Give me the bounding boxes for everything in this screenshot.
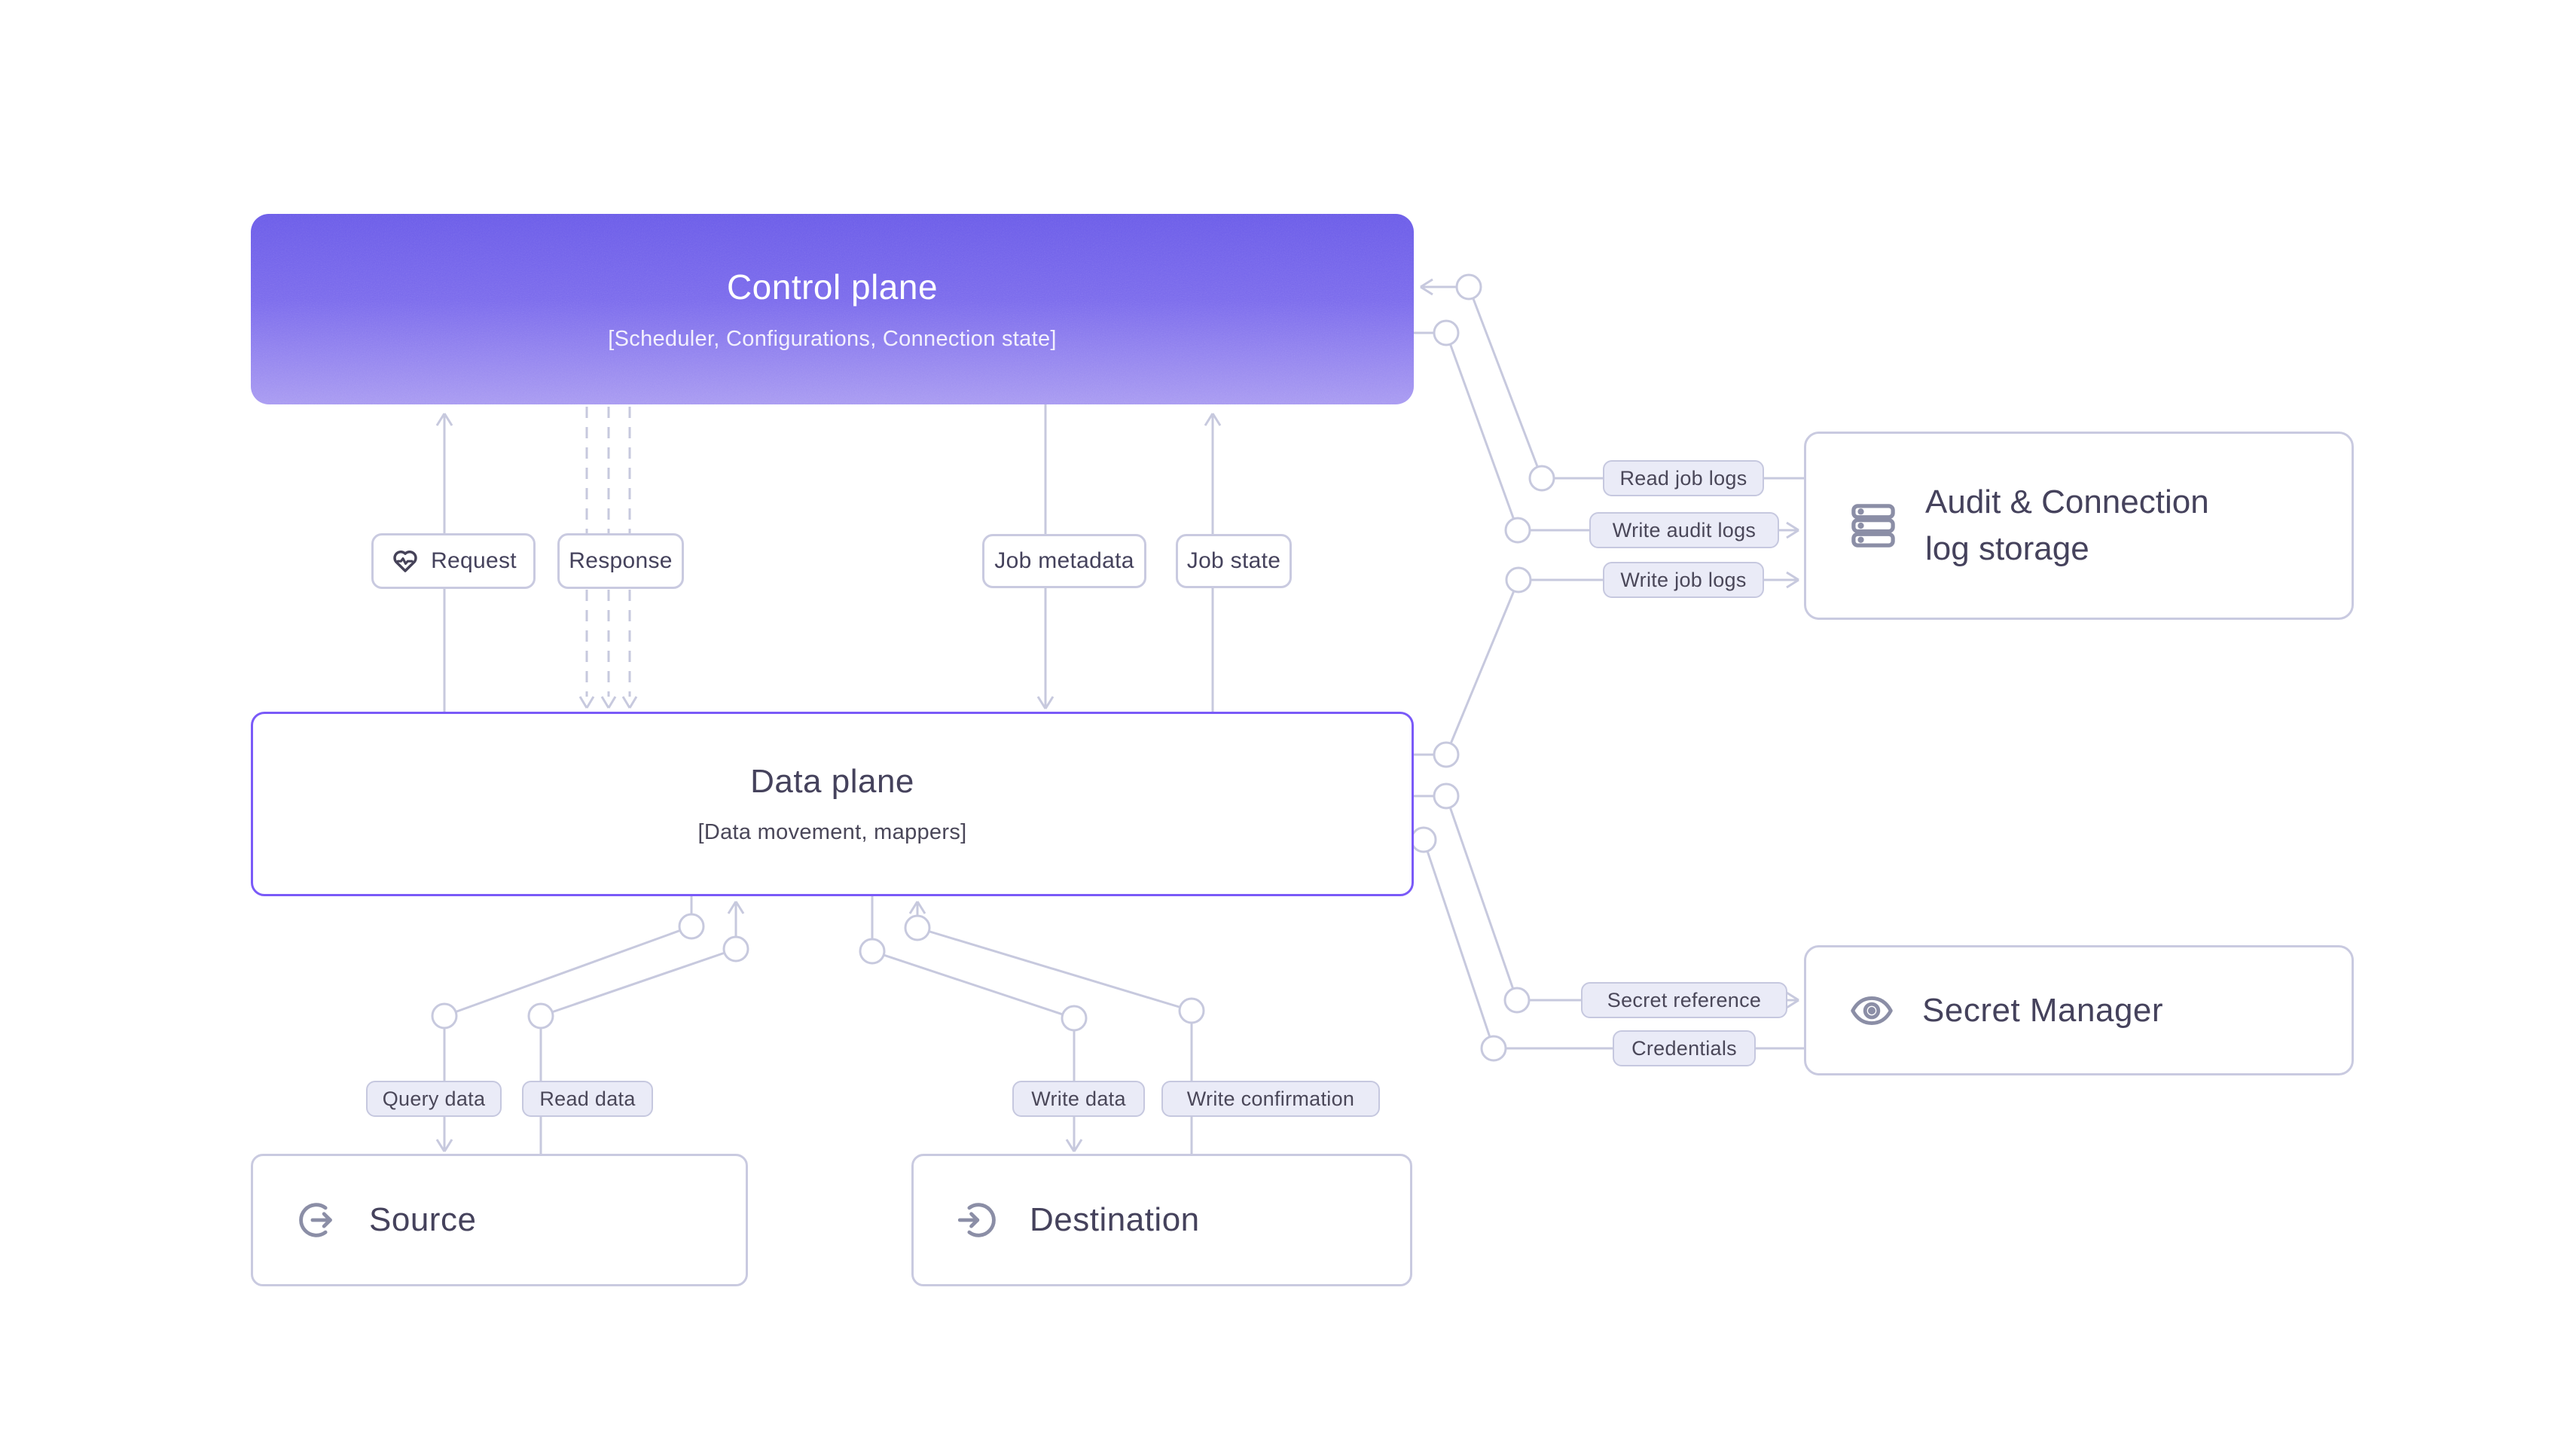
data-plane-node: Data plane [Data movement, mappers] [251,712,1414,896]
audit-log-storage-node: Audit & Connection log storage [1804,432,2354,620]
edge-label-response-text: Response [569,548,673,573]
edge-label-job-state-text: Job state [1186,548,1281,573]
edge-label-query-data-text: Query data [382,1087,486,1110]
arrow-into-audit-1 [1786,521,1799,539]
job-metadata-arrow-down [1036,696,1055,709]
arrow-into-destination [1065,1139,1083,1152]
import-arrow-circle-icon [957,1203,996,1237]
edge-label-credentials-text: Credentials [1631,1036,1737,1060]
eye-icon [1851,996,1893,1025]
credentials-diagonal [1422,839,1495,1049]
edge-label-write-audit-logs-text: Write audit logs [1612,518,1757,541]
destination-title: Destination [1030,1201,1200,1238]
write-confirmation-diagonal [917,926,1192,1012]
source-title: Source [369,1201,477,1238]
response-arrows-down [578,696,638,709]
secret-manager-node: Secret Manager [1804,945,2354,1075]
job-state-arrow-up [1204,413,1222,426]
edge-label-read-data: Read data [522,1081,653,1117]
edge-label-read-job-logs-text: Read job logs [1619,466,1747,490]
arrow-into-secret-manager [1786,991,1799,1009]
data-plane-title: Data plane [750,763,914,800]
arrow-into-source [435,1139,453,1152]
edge-label-read-job-logs: Read job logs [1603,460,1764,496]
edge-label-write-confirmation-text: Write confirmation [1186,1087,1355,1110]
secret-reference-diagonal [1445,795,1518,1001]
edge-label-read-data-text: Read data [539,1087,636,1110]
noise-texture [251,214,1414,404]
arrow-into-data-plane-left [727,901,745,914]
query-data-diagonal [444,925,692,1017]
edge-label-request-text: Request [431,548,517,573]
request-arrow-up [435,413,453,426]
edge-label-write-confirmation: Write confirmation [1161,1081,1380,1117]
database-stack-icon [1851,504,1895,548]
edge-label-job-state: Job state [1176,534,1292,588]
edge-label-response: Response [557,533,684,589]
edge-label-query-data: Query data [366,1081,502,1117]
write-job-logs-diagonal [1445,579,1520,755]
heartbeat-icon [393,550,417,572]
edge-label-write-data: Write data [1012,1081,1145,1117]
write-audit-logs-diagonal [1445,332,1519,531]
arrow-into-data-plane-bottom [908,901,926,914]
edge-label-secret-reference: Secret reference [1581,982,1787,1018]
junction-nodes [431,273,1555,1062]
edge-label-write-job-logs: Write job logs [1603,562,1764,598]
edge-label-job-metadata: Job metadata [982,534,1146,588]
edge-label-request: Request [371,533,536,589]
data-plane-subtitle: [Data movement, mappers] [697,820,967,844]
read-job-logs-diagonal [1467,286,1543,479]
control-plane-subtitle: [Scheduler, Configurations, Connection s… [608,327,1057,351]
arrow-into-control-plane [1420,278,1433,296]
edge-label-write-audit-logs: Write audit logs [1589,512,1779,548]
destination-node: Destination [911,1154,1412,1286]
edge-label-secret-reference-text: Secret reference [1607,988,1762,1011]
arrow-into-audit-2 [1786,571,1799,589]
audit-title-line2: log storage [1925,530,2089,567]
audit-log-storage-title: Audit & Connection log storage [1925,479,2209,572]
read-data-diagonal [540,947,737,1017]
audit-title-line1: Audit & Connection [1925,484,2209,520]
write-data-diagonal [871,950,1075,1020]
edge-label-credentials: Credentials [1613,1030,1756,1066]
control-plane-node: Control plane [Scheduler, Configurations… [251,214,1414,404]
edge-label-job-metadata-text: Job metadata [994,548,1134,573]
secret-manager-title: Secret Manager [1922,991,2164,1029]
edge-label-write-data-text: Write data [1031,1087,1126,1110]
edge-label-write-job-logs-text: Write job logs [1620,568,1747,591]
source-node: Source [251,1154,748,1286]
control-plane-title: Control plane [726,267,939,307]
export-arrow-circle-icon [299,1203,332,1237]
